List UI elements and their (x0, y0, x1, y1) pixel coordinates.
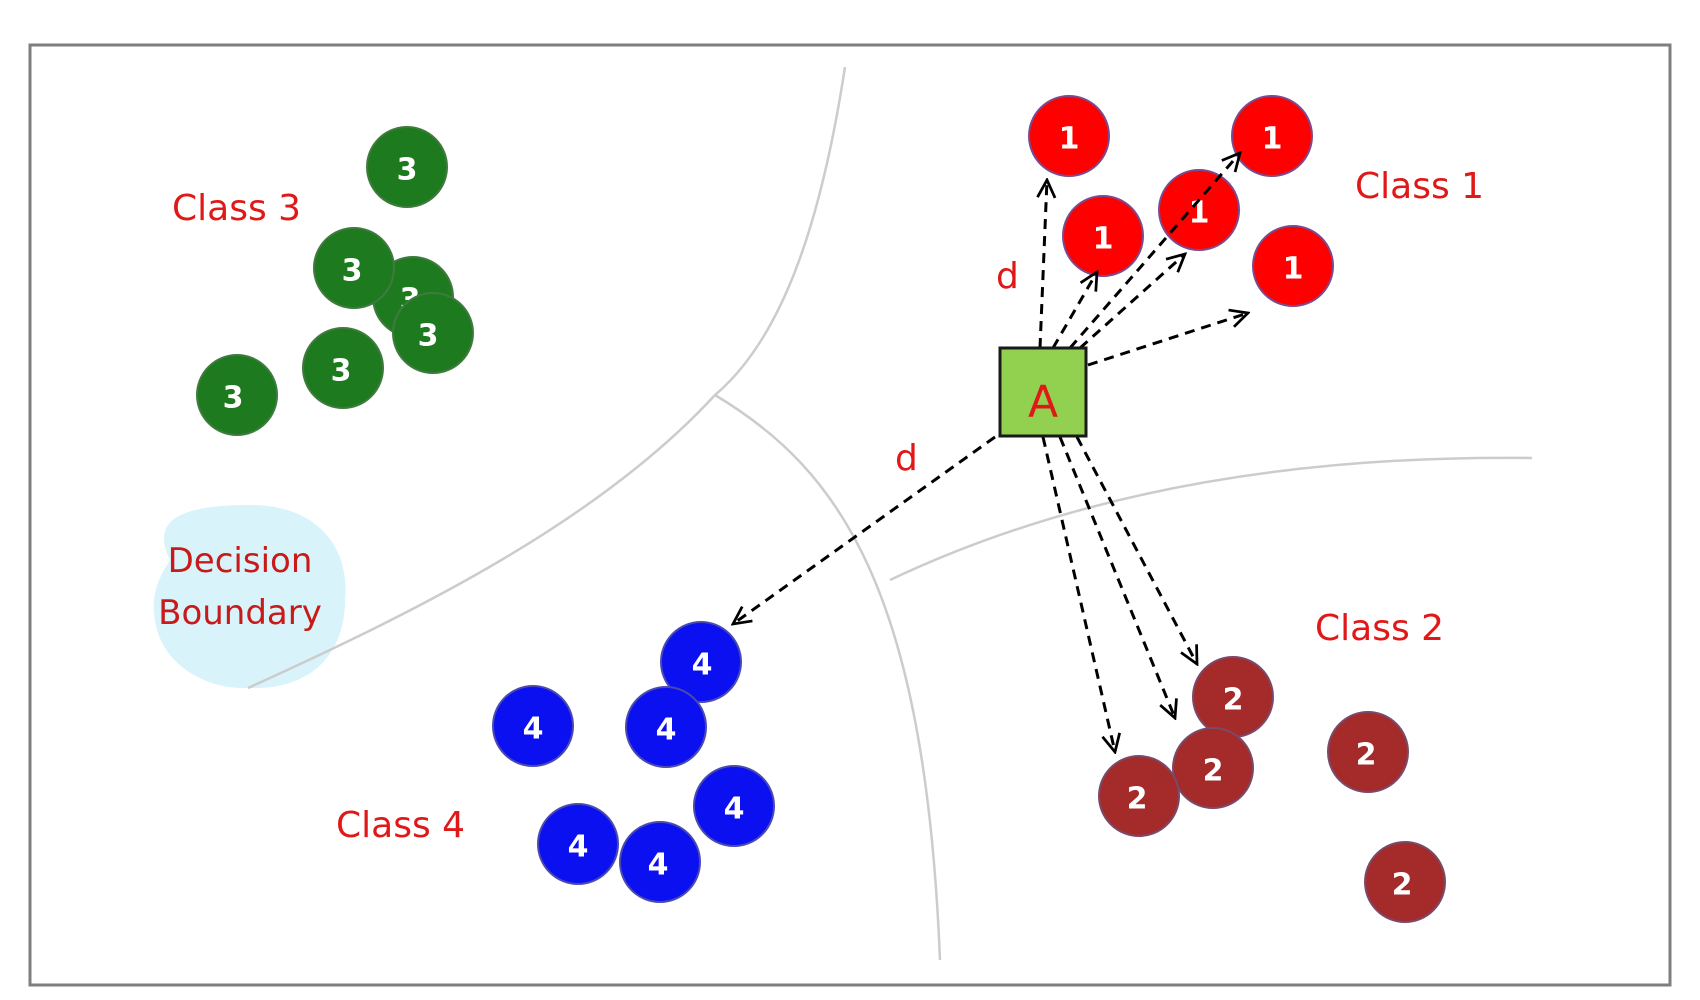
svg-text:2: 2 (1223, 683, 1244, 718)
svg-text:4: 4 (648, 848, 669, 883)
class-1-point: 1 (1252, 225, 1334, 307)
query-point-a: A (998, 346, 1088, 438)
class-4-point: 4 (693, 765, 775, 847)
distance-arrows (733, 153, 1248, 752)
arrow-to-class1-a (1040, 180, 1047, 349)
svg-text:1: 1 (1262, 122, 1283, 157)
class-4-point: 4 (660, 621, 742, 703)
svg-text:3: 3 (342, 254, 363, 289)
class-2-point: 2 (1172, 727, 1254, 809)
arrow-to-class1-b (1051, 272, 1097, 349)
svg-text:1: 1 (1093, 222, 1114, 257)
class-3-point: 3 (302, 327, 384, 409)
class-3-point: 3 (196, 354, 278, 436)
class-2-point: 2 (1098, 755, 1180, 837)
svg-text:2: 2 (1392, 868, 1413, 903)
svg-text:4: 4 (724, 792, 745, 827)
svg-text:3: 3 (223, 381, 244, 416)
query-point-box (998, 346, 1088, 438)
distance-label-lower: d (895, 438, 918, 479)
svg-text:3: 3 (397, 153, 418, 188)
diagram-frame (28, 43, 1672, 987)
svg-text:1: 1 (1283, 252, 1304, 287)
class-3-label: Class 3 (172, 188, 301, 229)
class-1-point: 1 (1158, 169, 1240, 251)
class-1-point: 1 (1028, 95, 1110, 177)
decision-boundaries (247, 66, 1533, 961)
distance-label-upper: d (996, 256, 1019, 297)
svg-text:4: 4 (656, 713, 677, 748)
decision-boundary-highlight (153, 505, 346, 689)
svg-text:2: 2 (1127, 782, 1148, 817)
boundary-line-left (247, 66, 847, 690)
svg-text:2: 2 (1203, 754, 1224, 789)
arrow-to-class1-d (1078, 254, 1185, 350)
arrow-to-class1-e (1087, 313, 1248, 367)
class-4-point: 4 (537, 803, 619, 885)
class-1-points: 1 1 1 1 1 (1028, 95, 1334, 307)
class-4-point: 4 (625, 686, 707, 768)
class-2-point: 2 (1327, 711, 1409, 793)
svg-text:3: 3 (418, 319, 439, 354)
class-3-point: 3 (392, 292, 474, 374)
class-4-point: 4 (619, 821, 701, 903)
class-2-label: Class 2 (1315, 608, 1444, 649)
svg-text:1: 1 (1059, 122, 1080, 157)
class-2-point: 2 (1364, 841, 1446, 923)
boundary-line-right (889, 456, 1533, 582)
decision-boundary-label-line1: Decision (168, 541, 313, 581)
decision-boundary-label-line2: Boundary (158, 593, 322, 633)
arrow-to-class2-a (1041, 436, 1115, 752)
arrow-to-class1-c (1068, 153, 1240, 349)
query-point-label: A (1028, 377, 1058, 428)
svg-text:4: 4 (523, 712, 544, 747)
arrow-to-class2-c (1075, 436, 1197, 664)
class-4-point: 4 (492, 685, 574, 767)
svg-text:3: 3 (331, 354, 352, 389)
svg-text:4: 4 (568, 830, 589, 865)
class-4-points: 4 4 4 4 4 4 (492, 621, 775, 903)
class-1-label: Class 1 (1355, 166, 1484, 207)
svg-text:4: 4 (692, 648, 713, 683)
class-2-point: 2 (1192, 656, 1274, 738)
class-1-point: 1 (1062, 195, 1144, 277)
class-3-point: 3 (313, 227, 395, 309)
class-3-points: 3 3 3 3 3 3 (196, 126, 474, 436)
boundary-line-middle (714, 393, 942, 961)
class-1-point: 1 (1231, 95, 1313, 177)
class-3-point: 3 (366, 126, 448, 208)
arrow-to-class4 (733, 435, 996, 624)
class-4-label: Class 4 (336, 805, 465, 846)
svg-text:2: 2 (1356, 738, 1377, 773)
class-2-points: 2 2 2 2 2 (1098, 656, 1446, 923)
